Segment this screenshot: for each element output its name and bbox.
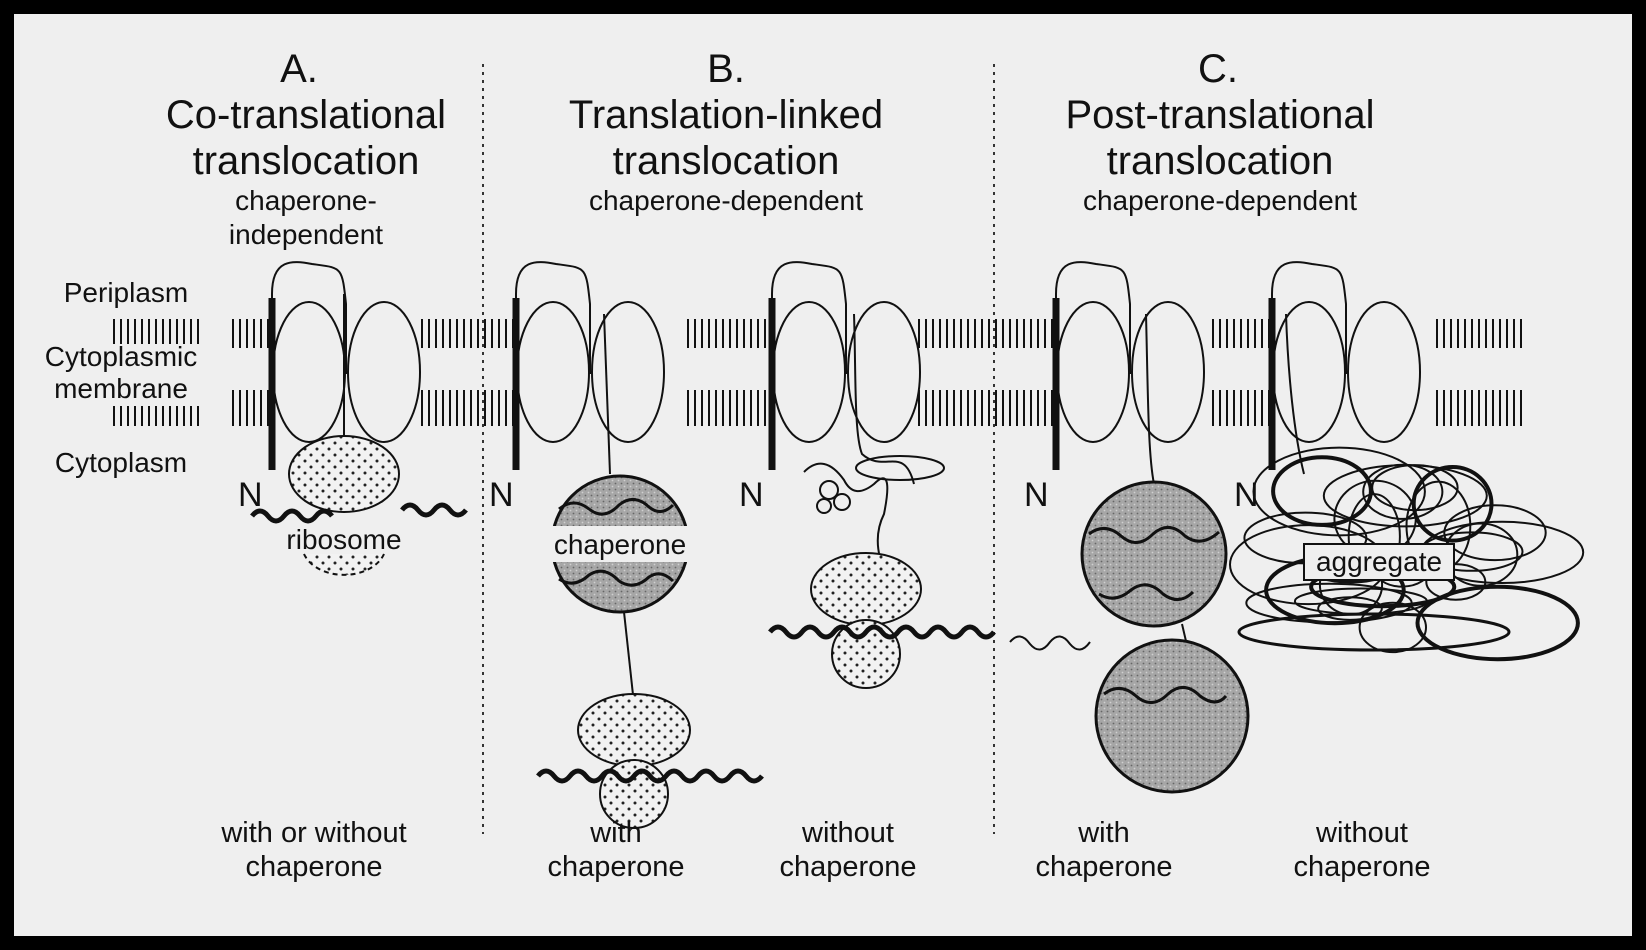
secy-ellipse-right bbox=[1132, 302, 1204, 442]
translocase-unit bbox=[516, 262, 664, 470]
secy-ellipse-right bbox=[348, 302, 420, 442]
n-terminus-c2: N bbox=[1234, 476, 1259, 514]
panel-c-title-line1: Post-translational bbox=[1065, 93, 1374, 137]
n-terminus-c1: N bbox=[1024, 476, 1049, 514]
cytoplasm-label: Cytoplasm bbox=[55, 447, 187, 478]
secy-ellipse-left bbox=[773, 302, 845, 442]
panel-b-title-line2: translocation bbox=[613, 139, 840, 183]
translocation-diagram: A. Co-translational translocation chaper… bbox=[14, 14, 1632, 936]
n-terminus-b1: N bbox=[489, 476, 514, 514]
caption-b1-line1: with bbox=[589, 817, 642, 849]
panel-a-title-line2: translocation bbox=[193, 139, 420, 183]
captions: with or without chaperone with chaperone… bbox=[220, 817, 1430, 883]
side-labels: Periplasm Cytoplasmic membrane Cytoplasm bbox=[28, 277, 214, 478]
caption-c1-line2: chaperone bbox=[1035, 851, 1172, 883]
caption-c2-line1: without bbox=[1315, 817, 1408, 849]
membrane-label-line2: membrane bbox=[54, 373, 188, 404]
mrna-b1 bbox=[538, 771, 762, 781]
secy-ellipse-left bbox=[273, 302, 345, 442]
mrna-b2 bbox=[770, 627, 994, 637]
secy-ellipse-right bbox=[1348, 302, 1420, 442]
secy-ellipse-left bbox=[1273, 302, 1345, 442]
caption-a-line1: with or without bbox=[220, 817, 406, 849]
panel-c-letter: C. bbox=[1198, 47, 1238, 91]
panel-a-subtitle-line1: chaperone- bbox=[235, 185, 377, 216]
figure-panel: A. Co-translational translocation chaper… bbox=[14, 14, 1632, 936]
panel-b-subtitle: chaperone-dependent bbox=[589, 185, 863, 216]
translocase-unit bbox=[1272, 262, 1420, 470]
chaperone-label: chaperone bbox=[554, 529, 686, 560]
secy-ellipse-right bbox=[592, 302, 664, 442]
periplasm-label: Periplasm bbox=[64, 277, 188, 308]
n-terminus-b2: N bbox=[739, 476, 764, 514]
caption-c2-line2: chaperone bbox=[1293, 851, 1430, 883]
translocase-unit bbox=[772, 262, 920, 470]
panel-c-header: C. Post-translational translocation chap… bbox=[1065, 47, 1374, 216]
panel-b-title-line1: Translation-linked bbox=[569, 93, 883, 137]
panel-a-title-line1: Co-translational bbox=[166, 93, 446, 137]
ribosome-label: ribosome bbox=[286, 524, 401, 555]
panel-c-title-line2: translocation bbox=[1107, 139, 1334, 183]
translocases bbox=[272, 262, 1420, 470]
membrane-label-line1: Cytoplasmic bbox=[45, 341, 197, 372]
caption-b1-line2: chaperone bbox=[547, 851, 684, 883]
panel-b-header: B. Translation-linked translocation chap… bbox=[569, 47, 883, 216]
secy-ellipse-left bbox=[517, 302, 589, 442]
panel-a-header: A. Co-translational translocation chaper… bbox=[166, 47, 446, 250]
secy-ellipse-left bbox=[1057, 302, 1129, 442]
caption-c1-line1: with bbox=[1077, 817, 1130, 849]
caption-b2-line1: without bbox=[801, 817, 894, 849]
panel-c-subtitle: chaperone-dependent bbox=[1083, 185, 1357, 216]
aggregate-strand bbox=[1273, 457, 1371, 525]
n-terminus-a: N bbox=[238, 476, 263, 514]
translocase-unit bbox=[1056, 262, 1204, 470]
panel-a-letter: A. bbox=[280, 47, 318, 91]
panel-a-subtitle-line2: independent bbox=[229, 219, 383, 250]
secy-ellipse-right bbox=[848, 302, 920, 442]
caption-b2-line2: chaperone bbox=[779, 851, 916, 883]
panel-b-letter: B. bbox=[707, 47, 745, 91]
caption-a-line2: chaperone bbox=[245, 851, 382, 883]
aggregate-label: aggregate bbox=[1316, 546, 1442, 577]
